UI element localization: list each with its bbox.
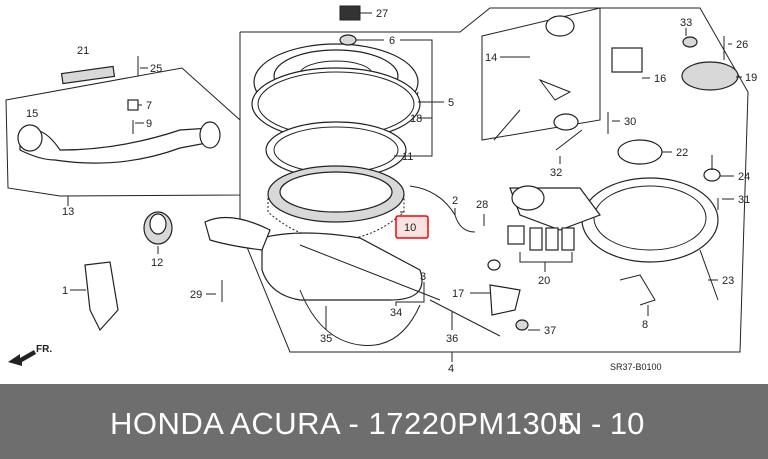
callout-label: 29 (190, 289, 202, 301)
callout-label: 37 (544, 325, 556, 337)
callout-label: 25 (150, 63, 162, 75)
callout-label: 26 (736, 39, 748, 51)
callout-label: 34 (390, 307, 402, 319)
callout-labels: 27 6 5 18 11 10 2 28 21 25 7 9 15 13 12 … (26, 8, 757, 375)
callout-label: 16 (654, 73, 666, 85)
intake-duct (19, 127, 213, 164)
callout-label: 9 (146, 118, 152, 130)
callout-label: 23 (722, 275, 734, 287)
front-arrow-icon (8, 350, 36, 366)
callout-label: 36 (446, 333, 458, 345)
duct-clamp (17, 124, 43, 152)
label-21 (60, 65, 116, 85)
callout-label: 27 (376, 8, 388, 20)
callout-label: 19 (745, 72, 757, 84)
callout-label: 18 (410, 113, 422, 125)
nut-6 (339, 34, 357, 46)
callout-label: 22 (676, 147, 688, 159)
callout-label: 4 (448, 363, 454, 375)
clip-7 (127, 99, 139, 111)
bracket-1 (84, 261, 119, 332)
vacuum-motor (545, 15, 575, 37)
callout-label: 7 (146, 100, 152, 112)
diagram-code: SR37-B0100 (610, 362, 662, 372)
part-number-text: HONDA ACURA - 17220PM1305 (110, 406, 576, 441)
reference-number-text: N - 10 (560, 406, 645, 441)
bracket-17 (489, 284, 521, 316)
callout-label: 6 (389, 35, 395, 47)
callout-label: 31 (738, 194, 750, 206)
callout-label: 24 (738, 171, 750, 183)
callout-label: 12 (151, 257, 163, 269)
callout-label: 15 (26, 108, 38, 120)
callout-label: 32 (550, 167, 562, 179)
callout-label: 2 (452, 195, 458, 207)
intake-resonator (509, 177, 719, 263)
footer-bar: HONDA ACURA - 17220PM1305 N - 10 (0, 384, 768, 459)
callout-label: 5 (448, 97, 454, 109)
direction-label: FR. (36, 344, 52, 355)
leader-lines (67, 12, 742, 362)
callout-label: 20 (538, 275, 550, 287)
callout-label: 28 (476, 199, 488, 211)
grille-19 (681, 61, 739, 91)
parts-diagram: 27 6 5 18 11 10 2 28 21 25 7 9 15 13 12 … (5, 5, 757, 375)
air-cleaner-case (204, 216, 423, 301)
clip-27 (339, 5, 361, 21)
callout-label: 11 (402, 151, 413, 163)
callout-label: 13 (62, 206, 74, 218)
callout-label: 17 (452, 288, 464, 300)
exploded-view: 27 6 5 18 11 10 2 28 21 25 7 9 15 13 12 … (5, 5, 757, 375)
air-filter-element (267, 165, 405, 241)
callout-label: 1 (62, 285, 68, 297)
valve-group-outline (481, 7, 601, 141)
hose-group-outline (5, 67, 241, 197)
callout-label: 21 (77, 45, 89, 57)
callout-label: 3 (420, 271, 426, 283)
callout-label: 14 (485, 52, 497, 64)
callout-label: 8 (642, 319, 648, 331)
seal-22 (617, 139, 663, 165)
callout-label: 33 (680, 17, 692, 29)
clip-8 (619, 274, 656, 306)
solenoid-16 (611, 47, 643, 73)
block-20a (529, 227, 543, 251)
callout-label: 10 (404, 222, 416, 234)
callout-label: 30 (624, 116, 636, 128)
callout-label: 35 (320, 333, 332, 345)
assembly-outline (239, 7, 749, 353)
highlight-box (395, 215, 429, 239)
